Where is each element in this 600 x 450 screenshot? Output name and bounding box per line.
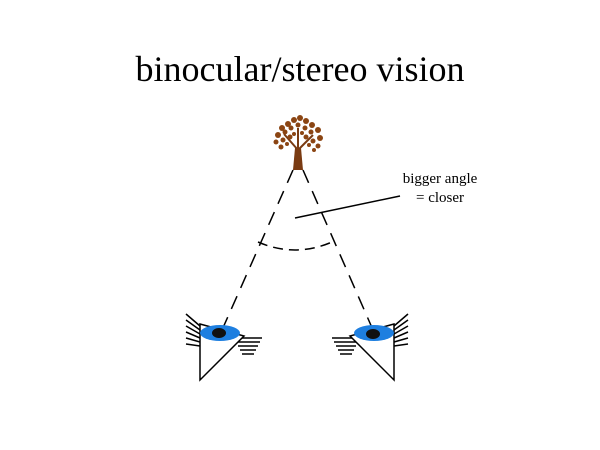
left-eyelashes <box>185 313 201 347</box>
annotation-line-2: = closer <box>415 190 465 206</box>
right-eyelashes <box>393 313 409 347</box>
slide-title: binocular/stereo vision <box>135 49 465 89</box>
right-line-of-sight <box>302 169 374 331</box>
tree-branches <box>283 128 314 151</box>
angle-arc <box>257 241 333 251</box>
right-eye-icon <box>332 313 409 382</box>
annotation-line-1: bigger angle <box>402 171 478 187</box>
right-pupil <box>366 329 380 339</box>
annotation-pointer <box>294 195 401 219</box>
tree-trunk <box>293 148 303 170</box>
left-pupil <box>212 328 226 338</box>
left-eye-icon <box>185 313 262 382</box>
tree-icon <box>273 115 323 170</box>
angle-annotation: bigger angle = closer <box>380 170 500 208</box>
tree-leaves <box>273 115 323 152</box>
left-line-of-sight <box>221 169 294 331</box>
